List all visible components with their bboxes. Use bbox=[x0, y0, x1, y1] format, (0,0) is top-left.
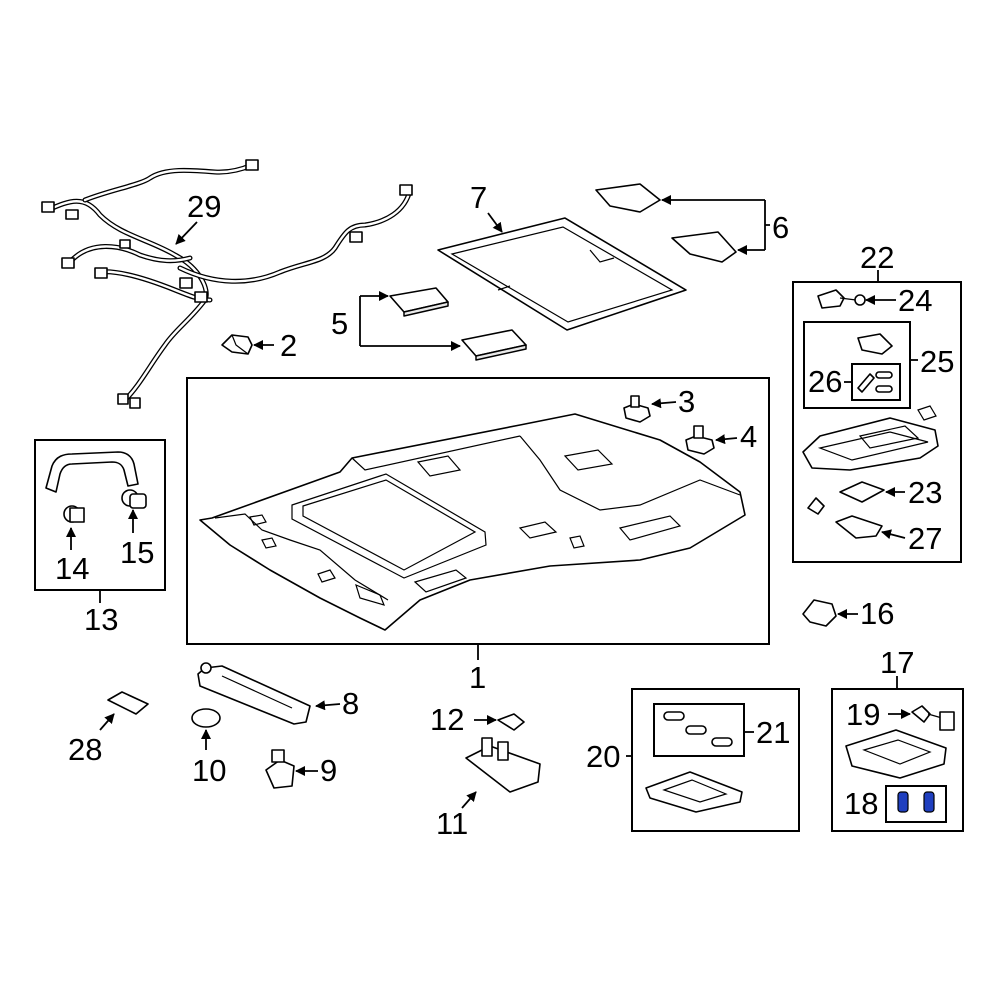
leader-28 bbox=[99, 713, 115, 731]
leader-4 bbox=[715, 434, 738, 445]
callout-6[interactable]: 6 bbox=[772, 210, 789, 245]
clip-part-3[interactable] bbox=[623, 395, 651, 423]
group-box-21 bbox=[653, 703, 745, 757]
bulbs-18-highlighted[interactable] bbox=[897, 791, 935, 813]
group-box-20 bbox=[631, 688, 800, 832]
wire-harness[interactable] bbox=[41, 159, 413, 409]
callout-27[interactable]: 27 bbox=[908, 521, 942, 556]
leader-8 bbox=[315, 700, 341, 711]
callout-7[interactable]: 7 bbox=[470, 180, 487, 215]
callout-8[interactable]: 8 bbox=[342, 686, 359, 721]
callout-18[interactable]: 18 bbox=[844, 786, 878, 821]
callout-13[interactable]: 13 bbox=[84, 602, 118, 637]
callout-26[interactable]: 26 bbox=[808, 364, 842, 399]
bulb-12[interactable] bbox=[497, 713, 525, 731]
group-box-26 bbox=[851, 363, 901, 401]
callout-28[interactable]: 28 bbox=[68, 732, 102, 767]
callout-19[interactable]: 19 bbox=[846, 697, 880, 732]
callout-15[interactable]: 15 bbox=[120, 535, 154, 570]
callout-4[interactable]: 4 bbox=[740, 419, 757, 454]
socket-24[interactable] bbox=[817, 289, 866, 309]
callout-20[interactable]: 20 bbox=[586, 739, 620, 774]
overhead-console[interactable] bbox=[802, 405, 939, 471]
pad-lower[interactable] bbox=[671, 231, 737, 263]
callout-11[interactable]: 11 bbox=[436, 806, 468, 841]
assist-grip[interactable] bbox=[45, 451, 139, 493]
callout-17[interactable]: 17 bbox=[880, 645, 914, 680]
sunshade-panel[interactable] bbox=[437, 217, 687, 331]
cover-28[interactable] bbox=[107, 691, 149, 715]
callout-5[interactable]: 5 bbox=[331, 306, 348, 341]
part-16[interactable] bbox=[802, 599, 837, 627]
pad-5b[interactable] bbox=[461, 329, 527, 361]
clip-small-22[interactable] bbox=[807, 497, 825, 515]
sun-visor[interactable] bbox=[197, 662, 311, 725]
callout-16[interactable]: 16 bbox=[860, 596, 894, 631]
group-box-18 bbox=[885, 785, 947, 823]
headliner[interactable] bbox=[199, 413, 746, 631]
lamp-switch-25[interactable] bbox=[857, 333, 893, 355]
callout-3[interactable]: 3 bbox=[678, 384, 695, 419]
leader-11 bbox=[461, 791, 477, 809]
callout-24[interactable]: 24 bbox=[898, 283, 932, 318]
map-lamp-11[interactable] bbox=[465, 737, 541, 793]
group-box-22 bbox=[792, 281, 962, 563]
grip-clip-15[interactable] bbox=[121, 489, 147, 509]
callout-1[interactable]: 1 bbox=[469, 660, 486, 695]
grip-clip-14[interactable] bbox=[63, 505, 85, 523]
lens-23[interactable] bbox=[839, 481, 885, 503]
lamp-17[interactable] bbox=[845, 729, 947, 779]
callout-9[interactable]: 9 bbox=[320, 753, 337, 788]
bulbs-26[interactable] bbox=[857, 371, 893, 393]
callout-10[interactable]: 10 bbox=[192, 753, 226, 788]
callout-22[interactable]: 22 bbox=[860, 240, 894, 275]
leader-27 bbox=[881, 529, 906, 540]
leader-7 bbox=[487, 212, 503, 233]
callout-29[interactable]: 29 bbox=[187, 189, 221, 224]
cap-10[interactable] bbox=[191, 708, 221, 728]
callout-25[interactable]: 25 bbox=[920, 344, 954, 379]
visor-holder[interactable] bbox=[265, 749, 295, 789]
bracket-6 bbox=[764, 200, 770, 250]
bulbs-21[interactable] bbox=[663, 711, 733, 747]
pad-5a[interactable] bbox=[389, 287, 449, 317]
clip-part-2[interactable] bbox=[221, 334, 253, 355]
socket-19[interactable] bbox=[911, 705, 955, 731]
leader-29 bbox=[175, 221, 198, 245]
callout-21[interactable]: 21 bbox=[756, 715, 790, 750]
callout-12[interactable]: 12 bbox=[430, 702, 464, 737]
clip-part-4[interactable] bbox=[685, 425, 715, 455]
dome-lamp-20[interactable] bbox=[645, 771, 743, 813]
callout-14[interactable]: 14 bbox=[55, 551, 89, 586]
callout-2[interactable]: 2 bbox=[280, 328, 297, 363]
group-box-25 bbox=[803, 321, 911, 409]
callout-23[interactable]: 23 bbox=[908, 475, 942, 510]
bracket-27[interactable] bbox=[835, 515, 883, 539]
leader-3 bbox=[651, 398, 677, 409]
pad-upper[interactable] bbox=[595, 183, 661, 213]
